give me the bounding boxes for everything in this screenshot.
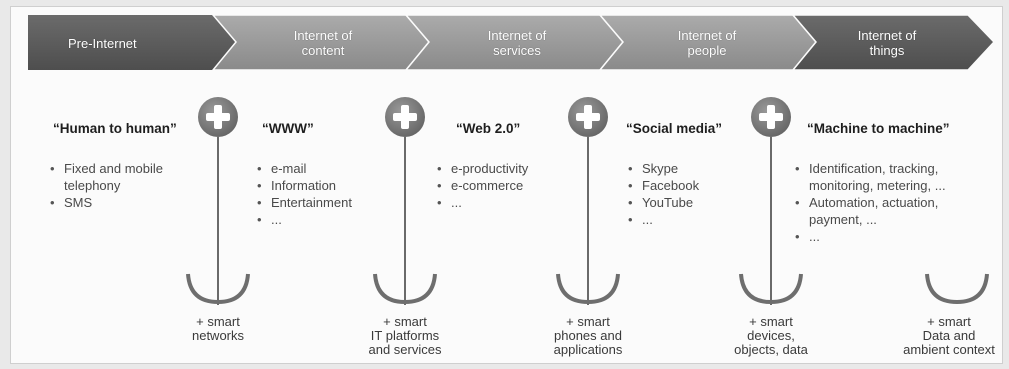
- smart-label-networks: + smart networks: [191, 314, 245, 343]
- list-item: e-mail: [257, 160, 387, 177]
- smart-label-phones: + smart phones and applications: [553, 314, 623, 357]
- evolution-banner: [28, 15, 994, 70]
- stage-arrow-internet-of-services: [405, 15, 624, 70]
- stage-label-internet-of-services: Internet of services: [487, 28, 547, 58]
- list-item: Automation, actuation, payment, ...: [795, 194, 995, 228]
- heading-human-to-human: “Human to human”: [53, 121, 177, 136]
- smart-layer-arc: [925, 273, 989, 304]
- connector-line: [217, 137, 219, 305]
- smart-label-ambient: + smart Data and ambient context: [903, 314, 995, 357]
- connector-line: [587, 137, 589, 305]
- stage-label-internet-of-content: Internet of content: [293, 28, 353, 58]
- list-www: e-mail Information Entertainment ...: [257, 160, 387, 228]
- list-item: Identification, tracking, monitoring, me…: [795, 160, 995, 194]
- heading-machine-to-machine: “Machine to machine”: [807, 121, 950, 136]
- list-item: ...: [628, 211, 738, 228]
- stage-arrow-pre-internet: [28, 15, 236, 70]
- stage-label-internet-of-people: Internet of people: [677, 28, 737, 58]
- plus-circle-icon: [198, 97, 238, 137]
- heading-www: “WWW”: [262, 121, 314, 136]
- connector-line: [404, 137, 406, 305]
- plus-circle-icon: [385, 97, 425, 137]
- stage-arrow-internet-of-things: [792, 15, 994, 70]
- list-item: Information: [257, 177, 387, 194]
- list-item: ...: [795, 228, 995, 245]
- list-item: YouTube: [628, 194, 738, 211]
- plus-circle-icon: [751, 97, 791, 137]
- smart-label-devices: + smart devices, objects, data: [734, 314, 808, 357]
- list-item: SMS: [50, 194, 190, 211]
- stage-label-pre-internet: Pre-Internet: [68, 35, 137, 51]
- smart-label-it-platforms: + smart IT platforms and services: [368, 314, 442, 357]
- heading-social-media: “Social media”: [626, 121, 723, 136]
- list-human-to-human: Fixed and mobile telephony SMS: [50, 160, 190, 211]
- smart-layer-arc: [556, 273, 620, 304]
- stage-arrow-internet-of-content: [212, 15, 430, 70]
- smart-layer-arc: [739, 273, 803, 304]
- list-item: ...: [437, 194, 567, 211]
- list-item: e-productivity: [437, 160, 567, 177]
- plus-circle-icon: [568, 97, 608, 137]
- list-web-2: e-productivity e-commerce ...: [437, 160, 567, 211]
- connector-line: [770, 137, 772, 305]
- smart-layer-arc: [186, 273, 250, 304]
- heading-web-2: “Web 2.0”: [456, 121, 521, 136]
- list-item: ...: [257, 211, 387, 228]
- list-item: Fixed and mobile telephony: [50, 160, 190, 194]
- stage-label-internet-of-things: Internet of things: [857, 28, 917, 58]
- list-item: Facebook: [628, 177, 738, 194]
- list-item: Skype: [628, 160, 738, 177]
- list-item: Entertainment: [257, 194, 387, 211]
- smart-layer-arc: [373, 273, 437, 304]
- list-social-media: Skype Facebook YouTube ...: [628, 160, 738, 228]
- list-item: e-commerce: [437, 177, 567, 194]
- stage-arrow-internet-of-people: [599, 15, 817, 70]
- list-machine-to-machine: Identification, tracking, monitoring, me…: [795, 160, 995, 245]
